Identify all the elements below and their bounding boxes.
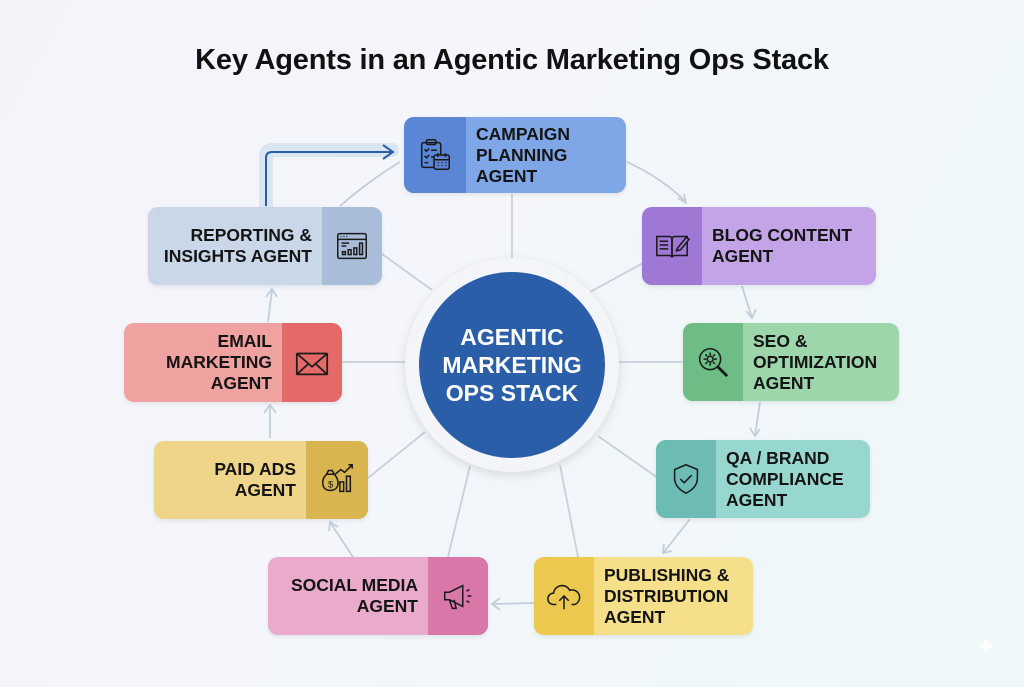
agent-label: REPORTING & INSIGHTS AGENT	[163, 225, 312, 266]
gear-magnifier-icon	[683, 323, 743, 401]
spoke-paid	[367, 431, 426, 479]
diagram-title: Key Agents in an Agentic Marketing Ops S…	[195, 44, 829, 76]
book-pencil-icon	[642, 207, 702, 285]
agent-card-social-media[interactable]: SOCIAL MEDIA AGENT	[268, 557, 488, 635]
agent-label: EMAIL MARKETING AGENT	[166, 331, 272, 393]
spoke-social	[447, 465, 471, 558]
clipboard-calendar-icon	[404, 117, 466, 193]
agent-label: PAID ADS AGENT	[214, 459, 296, 500]
spoke-qa	[597, 435, 659, 479]
agent-label: QA / BRAND COMPLIANCE AGENT	[726, 447, 844, 510]
agent-label: CAMPAIGN PLANNING AGENT	[476, 123, 570, 186]
agent-card-qa-brand-compliance[interactable]: QA / BRAND COMPLIANCE AGENT	[656, 440, 870, 518]
megaphone-icon	[428, 557, 488, 635]
arrow-social-to-paid	[329, 521, 354, 558]
arrow-email-to-reporting	[267, 289, 273, 323]
spoke-reporting	[381, 253, 433, 291]
arrow-campaign-to-blog	[626, 161, 687, 203]
agent-card-publishing-distribution[interactable]: PUBLISHING & DISTRIBUTION AGENT	[534, 557, 753, 635]
feedback-arrow-halo	[259, 143, 399, 213]
agent-card-seo-optimization[interactable]: SEO & OPTIMIZATION AGENT	[683, 323, 899, 401]
arc-reporting-campaign	[339, 161, 401, 207]
agent-card-campaign-planning[interactable]: CAMPAIGN PLANNING AGENT	[404, 117, 626, 193]
shield-check-icon	[656, 440, 716, 518]
envelope-icon	[282, 323, 342, 402]
cloud-upload-icon	[534, 557, 594, 635]
agent-label: SEO & OPTIMIZATION AGENT	[753, 330, 878, 393]
agent-label: SOCIAL MEDIA AGENT	[290, 575, 418, 616]
feedback-arrow	[265, 151, 392, 206]
agent-label: PUBLISHING & DISTRIBUTION AGENT	[604, 564, 730, 627]
spoke-publishing	[559, 464, 579, 558]
arrow-seo-to-qa	[754, 401, 761, 437]
agent-card-email-marketing[interactable]: EMAIL MARKETING AGENT	[124, 323, 342, 402]
arrow-publishing-to-social	[491, 602, 535, 605]
agent-card-reporting-insights[interactable]: REPORTING & INSIGHTS AGENT	[148, 207, 382, 285]
agent-card-blog-content[interactable]: BLOG CONTENT AGENT	[642, 207, 876, 285]
arrow-qa-to-publishing	[663, 518, 691, 553]
sparkle-icon	[975, 635, 997, 657]
spoke-blog	[589, 261, 646, 293]
money-bag-chart-icon: $	[306, 441, 368, 519]
arrow-blog-to-seo	[741, 285, 753, 319]
hub-circle: AGENTIC MARKETING OPS STACK	[419, 272, 605, 458]
svg-text:$: $	[328, 480, 334, 491]
agent-card-paid-ads[interactable]: $ PAID ADS AGENT	[154, 441, 368, 519]
dashboard-window-icon	[322, 207, 382, 285]
agent-label: BLOG CONTENT AGENT	[712, 225, 852, 266]
